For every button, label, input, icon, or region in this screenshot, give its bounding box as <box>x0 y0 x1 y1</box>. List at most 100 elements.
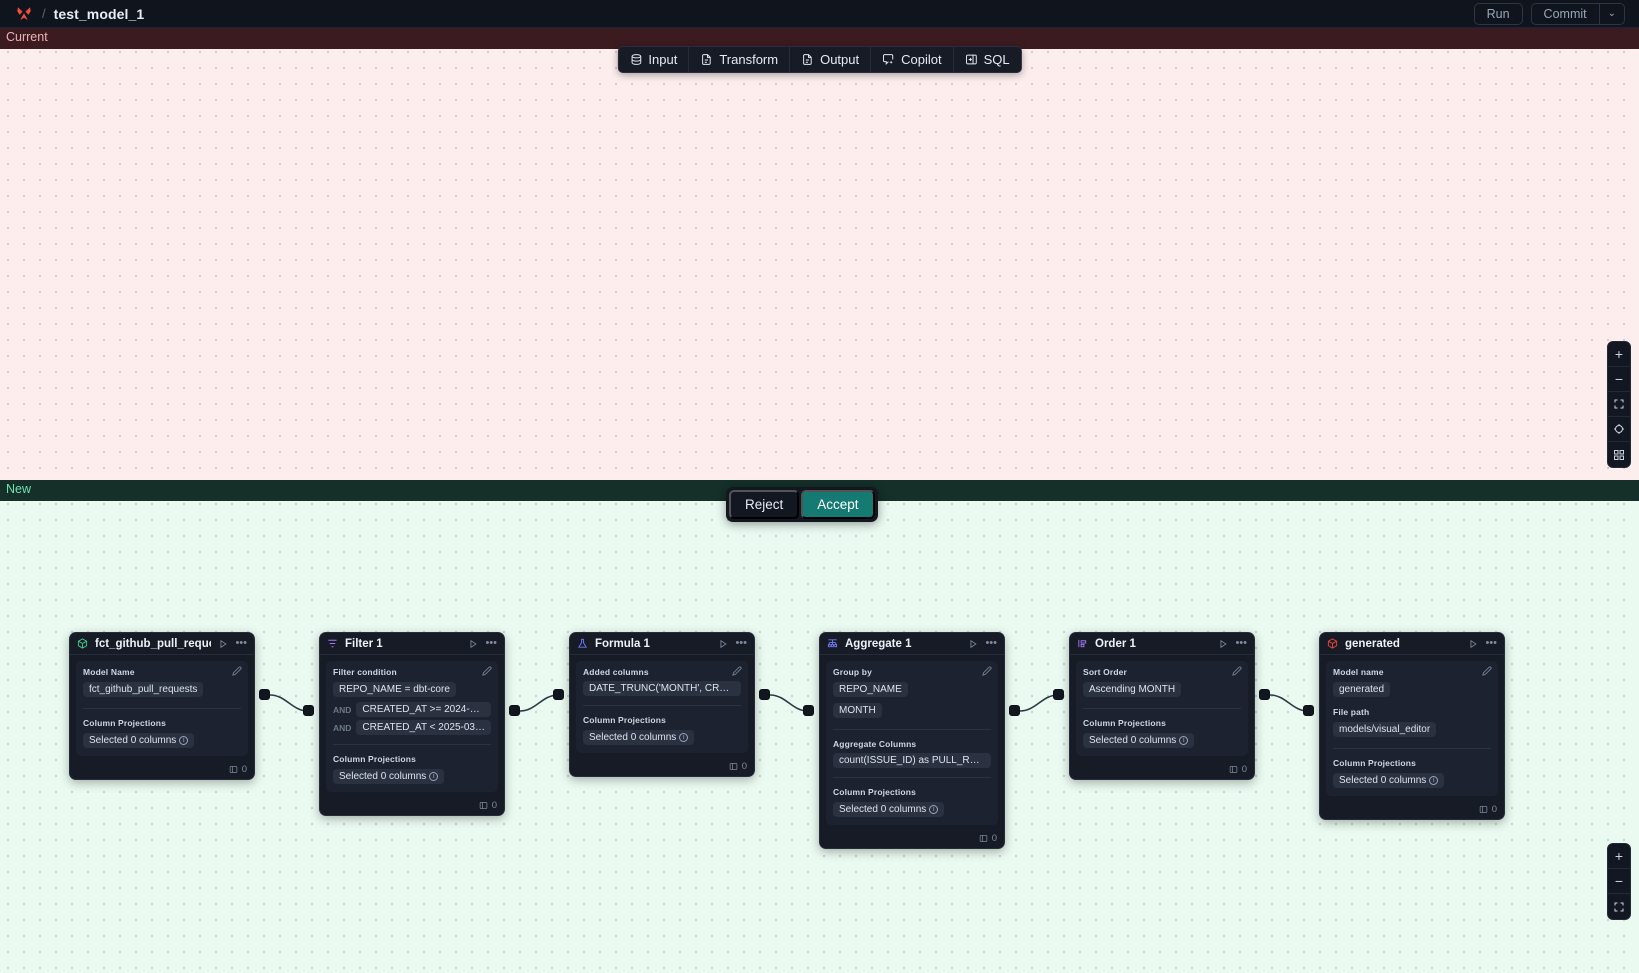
row-count: 0 <box>491 800 497 811</box>
port-connector[interactable] <box>803 705 814 716</box>
file-path-chip[interactable]: models/visual_editor <box>1333 722 1437 738</box>
fit-view-icon[interactable] <box>1608 894 1630 919</box>
port-connector[interactable] <box>759 689 770 700</box>
play-icon[interactable] <box>218 639 228 649</box>
canvas-zoom-controls-bottom[interactable]: + − <box>1607 843 1631 920</box>
node-formula-1[interactable]: Formula 1 ••• Added columns DATE_TRUNC('… <box>569 632 755 777</box>
zoom-in-icon[interactable]: + <box>1608 342 1630 367</box>
section-label: Group by <box>833 667 872 677</box>
port-connector[interactable] <box>259 689 270 700</box>
node-header[interactable]: Formula 1 ••• <box>570 633 754 655</box>
port-connector[interactable] <box>1009 705 1020 716</box>
tab-transform[interactable]: Transform <box>689 47 791 72</box>
section-label: Column Projections <box>333 744 491 764</box>
accept-button[interactable]: Accept <box>801 490 875 519</box>
node-header[interactable]: Aggregate 1 ••• <box>820 633 1004 655</box>
node-generated[interactable]: generated ••• Model name generated File … <box>1319 632 1505 820</box>
info-icon[interactable]: i <box>679 733 689 743</box>
node-order-1[interactable]: Order 1 ••• Sort Order Ascending MONTH C… <box>1069 632 1255 780</box>
port-connector[interactable] <box>509 705 520 716</box>
info-icon[interactable]: i <box>1429 776 1439 786</box>
node-title: Filter 1 <box>345 637 383 650</box>
node-aggregate-1[interactable]: Aggregate 1 ••• Group by REPO_NAME MONTH… <box>819 632 1005 849</box>
ellipsis-icon[interactable]: ••• <box>1235 637 1247 649</box>
tab-input-label: Input <box>648 52 678 67</box>
port-connector[interactable] <box>553 689 564 700</box>
node-section: Group by REPO_NAME MONTH Aggregate Colum… <box>826 661 998 825</box>
current-canvas-pane[interactable]: Current <box>0 28 1639 480</box>
info-icon[interactable]: i <box>429 772 439 782</box>
tab-sql[interactable]: SQL <box>954 47 1021 72</box>
filter-condition-chip[interactable]: REPO_NAME = dbt-core <box>333 682 456 698</box>
value-chip[interactable]: fct_github_pull_requests <box>83 682 204 698</box>
tab-copilot[interactable]: Copilot <box>871 47 954 72</box>
condition-operator: AND <box>333 722 352 733</box>
node-header[interactable]: generated ••• <box>1320 633 1504 655</box>
tab-input[interactable]: Input <box>618 47 690 72</box>
edit-pencil-icon[interactable] <box>232 666 242 676</box>
info-icon[interactable]: i <box>179 736 189 746</box>
reject-button[interactable]: Reject <box>729 490 800 519</box>
port-connector[interactable] <box>1303 705 1314 716</box>
zoom-in-icon[interactable]: + <box>1608 844 1630 869</box>
tab-output[interactable]: Output <box>790 47 872 72</box>
edit-pencil-icon[interactable] <box>1482 666 1492 676</box>
x-brand-icon[interactable] <box>14 4 34 24</box>
play-icon[interactable] <box>718 639 728 649</box>
ellipsis-icon[interactable]: ••• <box>235 637 247 649</box>
play-icon[interactable] <box>1468 639 1478 649</box>
info-icon[interactable]: i <box>929 805 939 815</box>
edit-pencil-icon[interactable] <box>482 666 492 676</box>
node-title: generated <box>1345 637 1400 650</box>
fit-view-icon[interactable] <box>1608 392 1630 417</box>
ellipsis-icon[interactable]: ••• <box>485 637 497 649</box>
node-section: Model name generated File path models/vi… <box>1326 661 1498 796</box>
zoom-out-icon[interactable]: − <box>1608 367 1630 392</box>
node-fct-github-pull-requests[interactable]: fct_github_pull_requests ••• Model Name … <box>69 632 255 780</box>
edit-pencil-icon[interactable] <box>982 666 992 676</box>
zoom-out-icon[interactable]: − <box>1608 869 1630 894</box>
edit-pencil-icon[interactable] <box>1232 666 1242 676</box>
section-label: Aggregate Columns <box>833 729 991 749</box>
run-button[interactable]: Run <box>1473 2 1523 25</box>
node-header[interactable]: fct_github_pull_requests ••• <box>70 633 254 655</box>
info-icon[interactable]: i <box>1179 736 1189 746</box>
model-name-chip[interactable]: generated <box>1333 682 1391 698</box>
section-label: Model Name <box>83 667 135 677</box>
port-connector[interactable] <box>1053 689 1064 700</box>
sort-order-chip[interactable]: Ascending MONTH <box>1083 682 1182 698</box>
edit-pencil-icon[interactable] <box>732 666 742 676</box>
port-connector[interactable] <box>1259 689 1270 700</box>
group-by-chip[interactable]: REPO_NAME <box>833 682 908 698</box>
ellipsis-icon[interactable]: ••• <box>985 637 997 649</box>
section-label: Column Projections <box>1083 708 1241 728</box>
group-by-chip[interactable]: MONTH <box>833 703 882 719</box>
node-filter-1[interactable]: Filter 1 ••• Filter condition REPO_NAME … <box>319 632 505 816</box>
play-icon[interactable] <box>468 639 478 649</box>
aggregate-columns-chip[interactable]: count(ISSUE_ID) as PULL_REQUEST_... <box>833 753 991 768</box>
ellipsis-icon[interactable]: ••• <box>735 637 747 649</box>
port-connector[interactable] <box>303 705 314 716</box>
ellipsis-icon[interactable]: ••• <box>1485 637 1497 649</box>
canvas-zoom-controls-top[interactable]: + − <box>1607 341 1631 468</box>
filter-condition-chip[interactable]: CREATED_AT >= 2024-12-01 <box>356 702 491 717</box>
grid-icon[interactable] <box>1608 442 1630 467</box>
commit-button-group[interactable]: Commit ⌄ <box>1530 2 1625 25</box>
filter-condition-chip[interactable]: CREATED_AT < 2025-03-01 <box>356 720 491 735</box>
commit-button[interactable]: Commit <box>1543 6 1587 21</box>
node-header[interactable]: Order 1 ••• <box>1070 633 1254 655</box>
added-columns-chip[interactable]: DATE_TRUNC('MONTH', CREATED_AT... <box>583 681 741 696</box>
center-icon[interactable] <box>1608 417 1630 442</box>
play-icon[interactable] <box>1218 639 1228 649</box>
node-header[interactable]: Filter 1 ••• <box>320 633 504 655</box>
new-canvas-pane[interactable]: New fct_github_pull_requests <box>0 480 1639 973</box>
chevron-down-icon[interactable]: ⌄ <box>1598 3 1624 24</box>
file-text-icon <box>801 53 814 66</box>
play-icon[interactable] <box>968 639 978 649</box>
